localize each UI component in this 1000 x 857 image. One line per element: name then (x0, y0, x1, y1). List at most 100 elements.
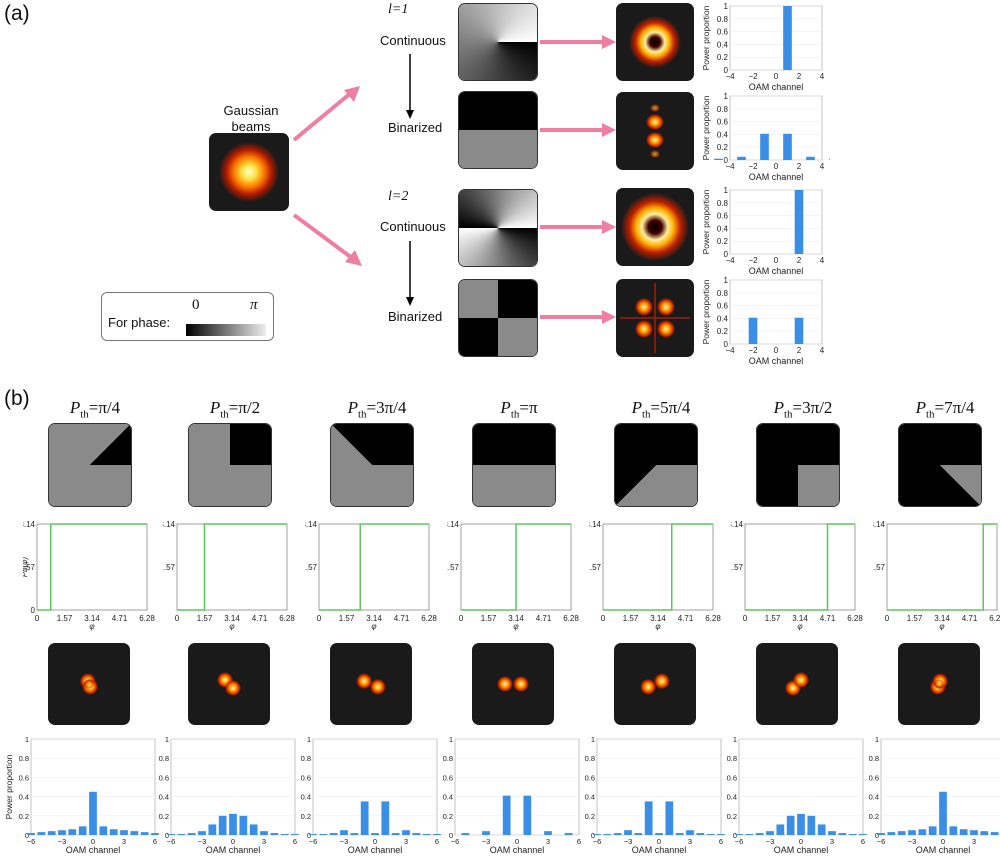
x-tick-label: 6 (577, 837, 581, 846)
bar (130, 831, 139, 835)
y-tick-label: 1 (724, 186, 729, 195)
y-tick-label: 0 (724, 250, 729, 259)
l1-label: l=1 (388, 2, 409, 17)
gaussian-label-line2: beams (231, 119, 271, 134)
bar (412, 833, 421, 835)
step-line (319, 523, 429, 611)
output-beam (898, 643, 980, 725)
bar (461, 833, 470, 835)
plot-frame (454, 738, 580, 836)
y-tick-label: 3.14 (163, 520, 176, 529)
bar (239, 815, 248, 835)
y-tick-label: 0.6 (727, 773, 737, 782)
y-tick-label: 0 (724, 66, 729, 75)
bar (37, 832, 46, 835)
plot-frame (318, 523, 430, 611)
y-axis-label: Power proportion (701, 279, 711, 344)
y-tick-label: 0.6 (717, 118, 729, 127)
x-tick-label: 3 (122, 837, 126, 846)
x-tick-label: 3.14 (934, 614, 950, 623)
bar (877, 833, 885, 835)
bar (99, 826, 108, 835)
x-tick-label: −4 (725, 256, 735, 265)
bar (218, 815, 227, 835)
y-tick-label: 1 (724, 92, 729, 101)
bar (177, 834, 186, 835)
threshold-subscript: th (925, 408, 935, 421)
step-function-plot: 01.573.144.716.283.141.57φ (163, 520, 295, 631)
x-tick-label: 6 (861, 837, 865, 846)
x-tick-label: 0 (601, 614, 606, 623)
x-tick-label: 6 (153, 837, 157, 846)
binarized-phase-mask (188, 423, 272, 507)
x-tick-label: 0 (373, 837, 377, 846)
x-tick-label: 0 (317, 614, 322, 623)
x-tick-label: 0 (91, 837, 95, 846)
y-tick-label: 1 (165, 735, 169, 744)
x-tick-label: 0 (657, 837, 661, 846)
y-tick-label: 1 (724, 2, 729, 11)
output-beam-l2-continuous (616, 188, 694, 266)
threshold-eq: = (650, 398, 661, 417)
y-tick-label: 0.6 (301, 773, 311, 782)
x-tick-label: 4.71 (962, 614, 978, 623)
step-function-plot: 01.573.144.716.283.141.57φ (305, 520, 437, 631)
row3-mode: Continuous (380, 219, 446, 234)
x-tick-label: 6.28 (989, 614, 1000, 623)
plot-frame (729, 5, 823, 71)
threshold-title: Pth=3π/2 (743, 398, 863, 420)
x-tick-label: 4.71 (536, 614, 552, 623)
x-tick-label: −3 (908, 837, 917, 846)
y-tick-label: 0.8 (727, 754, 737, 763)
plot-frame (602, 523, 714, 611)
threshold-title: Pth=5π/4 (601, 398, 721, 420)
step-line (461, 523, 571, 611)
bar (433, 834, 441, 835)
binarized-phase-mask (756, 423, 840, 507)
bar (755, 833, 764, 835)
bar (737, 156, 746, 160)
bar (807, 815, 816, 835)
y-tick-label: 1.57 (873, 563, 886, 572)
threshold-eq: = (792, 398, 803, 417)
x-axis-label: φ (89, 622, 94, 631)
x-tick-label: −4 (725, 72, 735, 81)
y-tick-label: 0.2 (717, 327, 729, 336)
bar (309, 834, 317, 835)
x-tick-label: 4 (820, 346, 825, 355)
x-tick-label: 4.71 (394, 614, 410, 623)
bar (706, 834, 715, 835)
bar (229, 813, 237, 835)
y-axis-label: Power proportion (4, 754, 14, 819)
gaussian-label: Gaussian beams (206, 103, 296, 135)
output-beam-l2-binarized (616, 279, 694, 357)
output-beam (614, 643, 696, 725)
x-tick-label: 6.28 (279, 614, 295, 623)
x-tick-label: −6 (451, 837, 460, 846)
threshold-symbol: P (631, 398, 642, 417)
x-tick-label: −6 (27, 837, 36, 846)
y-tick-label: 1 (875, 735, 879, 744)
plot-frame (886, 523, 998, 611)
x-tick-label: −6 (167, 837, 176, 846)
x-tick-label: −3 (198, 837, 207, 846)
y-tick-label: 0.6 (717, 302, 729, 311)
x-tick-label: −4 (725, 162, 735, 171)
bar (167, 834, 175, 835)
bar (371, 833, 379, 835)
threshold-symbol: P (915, 398, 926, 417)
bar (959, 829, 968, 835)
y-tick-label: 0.6 (443, 773, 453, 782)
step-line (37, 523, 147, 611)
bar (980, 831, 989, 835)
plot-frame (596, 738, 722, 836)
y-axis-label: Power proportion (701, 95, 711, 160)
bar (482, 831, 490, 835)
legend-high: π (250, 297, 258, 313)
threshold-eq: = (519, 398, 529, 417)
legend-colorbar (186, 324, 266, 336)
x-tick-label: 1.57 (907, 614, 923, 623)
output-beam (472, 643, 554, 725)
